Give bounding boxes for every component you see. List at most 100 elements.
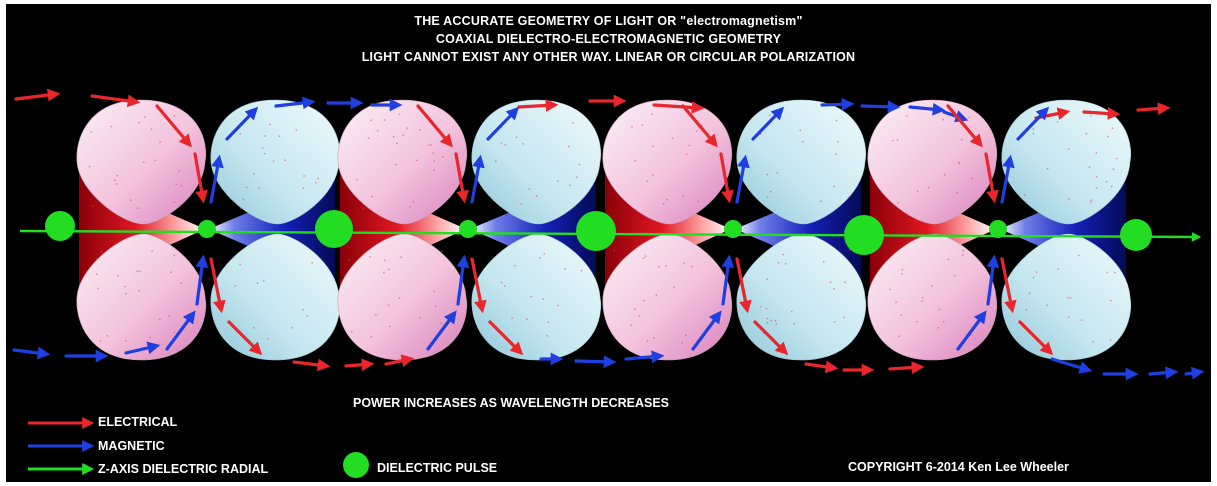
electrical-arrow xyxy=(946,104,983,148)
electrical-arrow xyxy=(227,320,263,356)
texture-dot xyxy=(394,163,397,166)
texture-dot xyxy=(1115,157,1118,160)
texture-dot xyxy=(144,116,146,118)
electrical-arrow xyxy=(652,101,705,114)
texture-dot xyxy=(535,195,538,198)
title-line-2: COAXIAL DIELECTRO-ELECTROMAGNETIC GEOMET… xyxy=(435,32,782,46)
magnetic-arrow xyxy=(486,106,520,141)
electrical-arrow xyxy=(753,320,789,356)
texture-dot xyxy=(652,145,654,148)
texture-dot xyxy=(958,162,961,165)
texture-dot xyxy=(100,250,102,253)
texture-dot xyxy=(1067,296,1069,299)
magnetic-arrow xyxy=(721,254,735,306)
texture-dot xyxy=(520,203,523,206)
texture-dot xyxy=(400,256,402,259)
magnetic-arrow xyxy=(274,96,316,110)
texture-dot xyxy=(1068,198,1070,200)
texture-dot xyxy=(494,160,497,163)
magnetic-lobe-upper xyxy=(210,99,340,225)
texture-dot xyxy=(149,336,151,339)
texture-dot xyxy=(151,250,154,253)
texture-dot xyxy=(956,191,958,194)
texture-dot xyxy=(652,174,654,176)
texture-dot xyxy=(646,180,648,183)
texture-dot xyxy=(159,318,161,321)
texture-dot xyxy=(269,123,272,126)
texture-dot xyxy=(829,281,832,284)
electrical-arrow xyxy=(384,354,415,367)
texture-dot xyxy=(362,207,364,210)
texture-dot xyxy=(302,187,305,190)
legend-marks xyxy=(28,417,369,478)
texture-dot xyxy=(396,142,398,145)
texture-dot xyxy=(782,253,784,256)
texture-dot xyxy=(688,144,691,147)
texture-dot xyxy=(683,262,686,264)
texture-dot xyxy=(1092,340,1094,343)
electrical-arrow xyxy=(488,320,524,356)
texture-dot xyxy=(766,196,769,198)
texture-dot xyxy=(1088,166,1091,169)
texture-dot xyxy=(1095,175,1098,178)
electrical-arrow xyxy=(1082,107,1121,120)
electrical-arrow xyxy=(209,257,226,314)
magnetic-arrow xyxy=(820,97,855,111)
texture-dot xyxy=(180,184,183,187)
electrical-arrow xyxy=(804,360,839,374)
texture-dot xyxy=(375,314,377,316)
electrical-arrow xyxy=(735,257,752,314)
texture-dot xyxy=(833,287,835,290)
texture-dot xyxy=(943,173,946,176)
lobe-dot-texture xyxy=(613,113,851,344)
texture-dot xyxy=(500,281,503,284)
texture-dot xyxy=(1078,254,1080,257)
texture-dot xyxy=(402,134,405,137)
texture-dot xyxy=(543,253,546,255)
texture-dot xyxy=(770,319,773,322)
texture-dot xyxy=(1090,114,1092,117)
texture-dot xyxy=(774,319,777,322)
texture-dot xyxy=(538,256,541,259)
texture-dot xyxy=(180,282,183,285)
z-axis-group xyxy=(19,210,1202,255)
texture-dot xyxy=(398,297,401,299)
electrical-arrow xyxy=(344,358,375,372)
texture-dot xyxy=(766,278,768,281)
texture-dot xyxy=(125,339,127,342)
texture-dot xyxy=(546,334,549,337)
dielectric-pulse xyxy=(576,211,616,251)
texture-dot xyxy=(938,308,941,311)
texture-dot xyxy=(513,264,516,267)
texture-dot xyxy=(136,270,139,273)
electrical-arrow xyxy=(888,361,925,374)
field-node xyxy=(459,220,477,238)
texture-dot xyxy=(644,255,647,257)
texture-dot xyxy=(90,131,93,133)
texture-dot xyxy=(252,327,255,329)
legend-dielectric-pulse-dot xyxy=(343,452,369,478)
texture-dot xyxy=(896,139,899,141)
texture-dot xyxy=(1028,292,1031,295)
texture-dot xyxy=(835,153,838,156)
magnetic-arrow xyxy=(165,310,196,351)
texture-dot xyxy=(433,160,436,162)
texture-dot xyxy=(124,285,126,288)
texture-dot xyxy=(820,200,822,203)
texture-dot xyxy=(922,297,924,299)
texture-dot xyxy=(891,139,894,142)
texture-dot xyxy=(239,263,242,266)
texture-dot xyxy=(522,143,524,145)
texture-dot xyxy=(960,138,963,141)
texture-dot xyxy=(1095,152,1098,154)
texture-dot xyxy=(836,140,839,143)
electrical-arrow xyxy=(416,104,453,148)
texture-dot xyxy=(96,273,98,275)
texture-dot xyxy=(642,257,645,259)
texture-dot xyxy=(777,261,780,264)
texture-dot xyxy=(1110,185,1113,188)
texture-dot xyxy=(419,128,421,131)
field-node xyxy=(724,220,742,238)
texture-dot xyxy=(154,159,157,162)
electric-lobe-upper xyxy=(337,99,467,225)
